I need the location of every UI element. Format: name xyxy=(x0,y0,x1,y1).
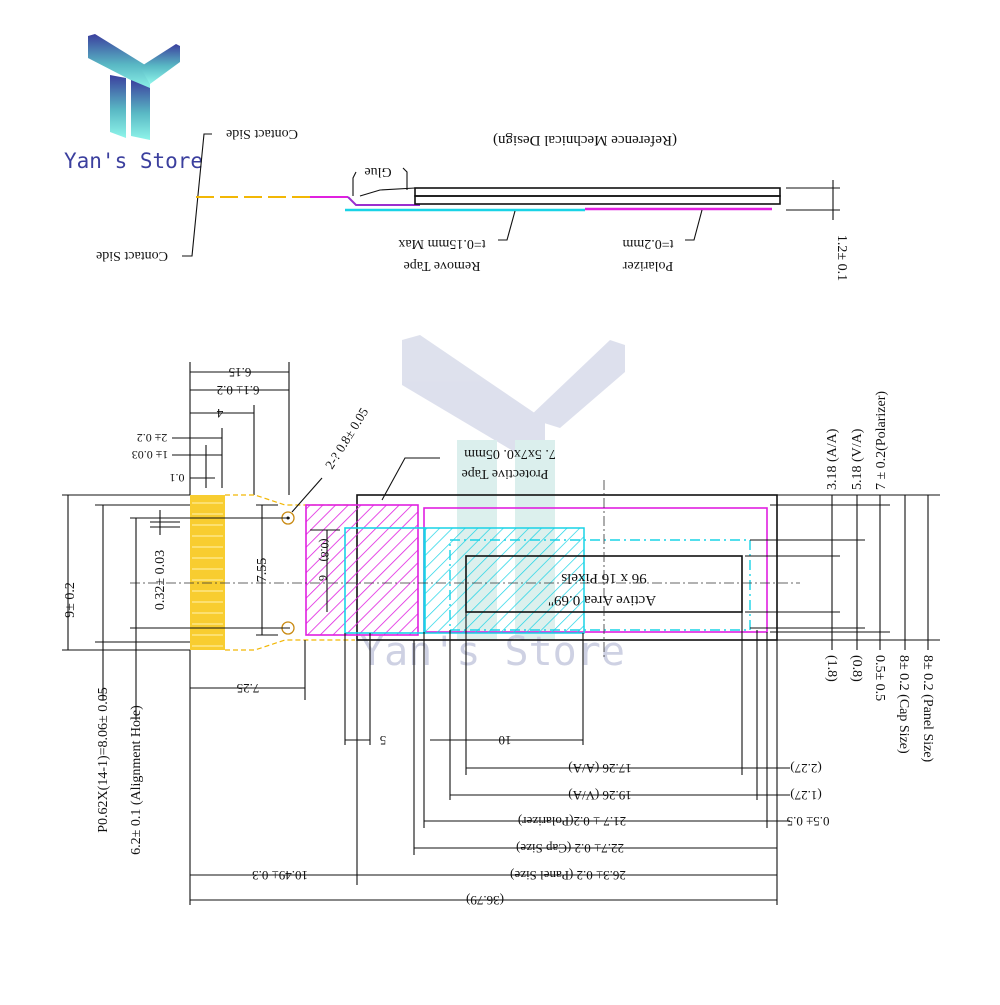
dim-cap-height: 8± 0.2 (Cap Size) xyxy=(896,655,911,754)
dim-aa-width: 17.26 (A/A) xyxy=(568,761,632,776)
dim-0-8: (0.8) xyxy=(318,539,332,562)
dim-cap-width: 22.7± 0.2 (Cap Size) xyxy=(516,841,624,856)
dim-va-height: 5.18 (V/A) xyxy=(850,428,865,490)
dim-panel-height: 8± 0.2 (Panel Size) xyxy=(920,655,935,763)
side-view-title: (Reference Mechnical Design) xyxy=(493,132,677,148)
dim-6-15: 6.15 xyxy=(229,365,252,380)
contact-side-bottom-label: Contact Side xyxy=(96,248,168,263)
dim-4: 4 xyxy=(216,406,223,421)
thickness-dim: 1.2± 0.1 xyxy=(834,235,849,281)
dim-polarizer-width: 21.7 ± 0.2(Polarizer) xyxy=(518,814,626,829)
dim-10: 10 xyxy=(499,733,512,748)
dim-pitch: 0.32± 0.03 xyxy=(153,550,168,610)
glue-label: Glue xyxy=(364,164,391,179)
dim-r-1-8: (1.8) xyxy=(824,655,839,682)
dim-r-1-27: (1.27) xyxy=(790,788,821,803)
dim-va-width: 19.26 (V/A) xyxy=(568,788,632,803)
dim-pitch-total: P0.62X(14-1)=8.06± 0.05 xyxy=(96,687,111,832)
dim-hole-span: 7.55 xyxy=(255,558,270,583)
brand-logo-icon xyxy=(88,34,180,140)
dim-6-1: 6.1± 0.2 xyxy=(217,383,260,398)
dim-7-25: 7.25 xyxy=(237,681,260,696)
dim-alignment-hole: 6.2± 0.1 (Alignment Hole) xyxy=(129,705,144,855)
dim-0-1: 0.1 xyxy=(170,471,185,485)
side-view: (Reference Mechnical Design) Contact Sid… xyxy=(96,126,849,281)
polarizer-thickness: t=0.2mm xyxy=(622,236,673,251)
dim-1: 1± 0.03 xyxy=(132,448,169,462)
remove-tape-label: Remove Tape xyxy=(404,258,481,273)
contact-side-top-label: Contact Side xyxy=(226,126,298,141)
protective-tape-label: Protective Tape xyxy=(461,466,548,481)
remove-tape-thickness: t=0.15mm Max xyxy=(398,236,485,251)
dim-r-2-27: (2.27) xyxy=(790,761,821,776)
brand-name: Yan's Store xyxy=(64,149,203,173)
dim-2: 2± 0.2 xyxy=(137,431,168,445)
watermark-text: Yan's Store xyxy=(360,629,625,675)
dim-r-0-5-bottom: 0.5± 0.5 xyxy=(787,814,830,829)
dim-r-0-8: (0.8) xyxy=(849,655,864,682)
alignment-hole-label: 2-? 0.8± 0.05 xyxy=(322,405,371,472)
dim-r-0-5: 0.5± 0.5 xyxy=(872,655,887,701)
dim-panel-width: 26.3± 0.2 (Panel Size) xyxy=(510,868,626,883)
dim-aa-height: 3.18 (A/A) xyxy=(825,428,840,490)
dim-6: 6 xyxy=(316,575,330,581)
dim-polarizer-height: 7 ± 0.2(Polarizer) xyxy=(874,391,889,490)
polarizer-label: Polarizer xyxy=(622,258,673,273)
dim-fpc-width: 10.49± 0.3 xyxy=(252,868,308,883)
active-area-label: Active Area 0.69" xyxy=(548,592,656,608)
dim-total-width: (36.79) xyxy=(466,893,504,908)
dim-5: 5 xyxy=(380,733,387,748)
protective-tape-size: 7. 5x7x0. 05mm xyxy=(464,446,556,461)
dim-height-9: 9± 0.2 xyxy=(63,582,78,618)
